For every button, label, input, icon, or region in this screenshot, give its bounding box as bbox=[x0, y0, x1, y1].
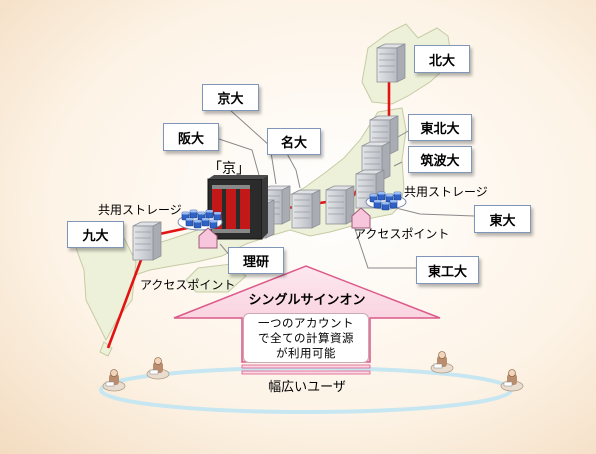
label-tohokudai: 東北大 bbox=[408, 114, 472, 141]
label-titech: 東工大 bbox=[416, 256, 479, 284]
storage-west-label: 共用ストレージ bbox=[98, 203, 182, 217]
label-hokudai: 北大 bbox=[414, 45, 470, 73]
server-hokudai bbox=[376, 43, 406, 83]
storage-east-icon bbox=[365, 191, 407, 211]
server-titech bbox=[325, 185, 355, 225]
sso-line-3: が利用可能 bbox=[276, 345, 336, 360]
users-caption: 幅広いユーザ bbox=[268, 380, 346, 395]
label-riken: 理研 bbox=[228, 247, 284, 274]
label-todai: 東大 bbox=[474, 205, 531, 233]
storage-east-label: 共用ストレージ bbox=[404, 185, 488, 199]
label-tsukuba: 筑波大 bbox=[408, 146, 472, 173]
sso-description-box: 一つのアカウント で全ての計算資源 が利用可能 bbox=[243, 313, 369, 363]
k-supercomputer bbox=[207, 175, 268, 240]
server-kyudai bbox=[132, 221, 162, 261]
kyushu-shape bbox=[75, 231, 137, 342]
label-kyudai: 九大 bbox=[67, 221, 124, 248]
label-kyodai: 京大 bbox=[202, 84, 259, 111]
access-point-east-label: アクセスポイント bbox=[354, 227, 450, 241]
user-icon-4 bbox=[500, 369, 524, 392]
k-computer-label: 「京」 bbox=[208, 161, 250, 177]
user-icon-3 bbox=[430, 351, 454, 374]
server-meidai bbox=[291, 189, 321, 229]
sso-title: シングルサインオン bbox=[248, 293, 366, 308]
user-icon-2 bbox=[146, 357, 170, 380]
access-point-west-label: アクセスポイント bbox=[140, 278, 236, 292]
storage-west-icon bbox=[177, 209, 223, 231]
sso-line-1: 一つのアカウント bbox=[258, 315, 354, 330]
sso-line-2: で全ての計算資源 bbox=[258, 330, 354, 345]
label-handai: 阪大 bbox=[163, 123, 219, 151]
label-meidai: 名大 bbox=[267, 128, 321, 155]
